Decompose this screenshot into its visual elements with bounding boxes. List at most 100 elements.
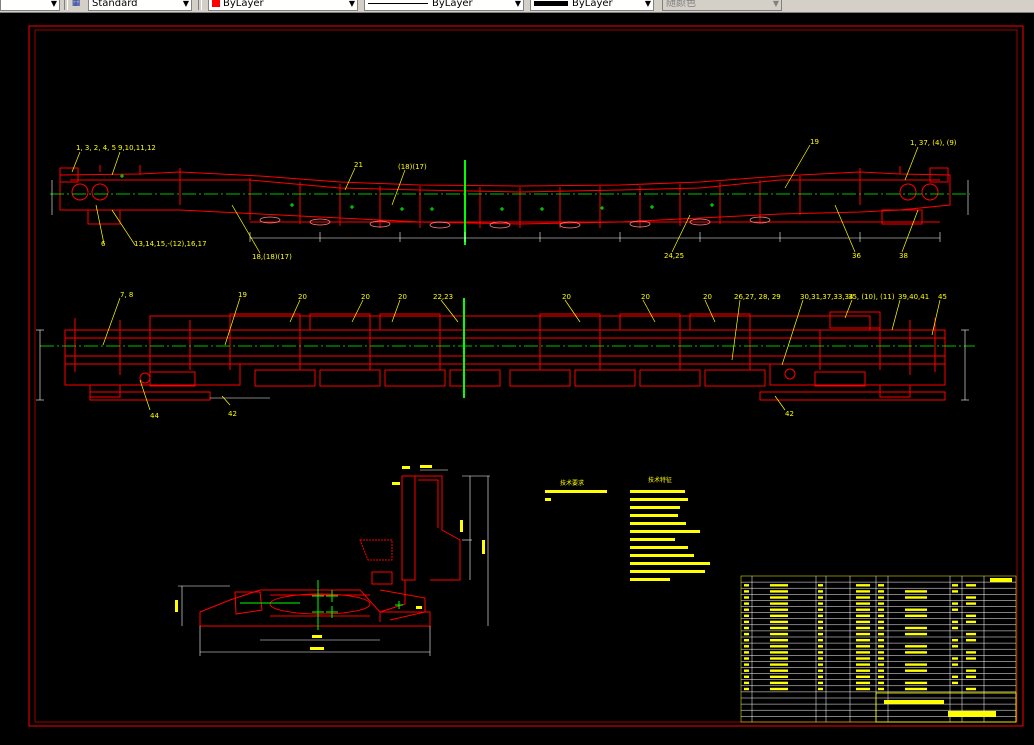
table-cell-text (818, 669, 823, 672)
chevron-down-icon: ▼ (50, 0, 57, 8)
table-cell-text (770, 632, 788, 636)
table-cell-text (966, 584, 976, 587)
callout-label: 22,23 (433, 293, 453, 301)
table-cell-text (878, 614, 884, 617)
table-cell-text (966, 614, 976, 617)
lineweight-sample (534, 0, 568, 6)
callout-label: 44 (150, 412, 159, 420)
table-cell-text (744, 669, 749, 672)
table-cell-text (878, 608, 884, 611)
drawing-canvas[interactable]: 1, 3, 2, 4, 5 9,10,11,12 21 (18)(17) 19 … (0, 13, 1034, 741)
table-cell-text (856, 681, 870, 685)
table-cell-text (856, 590, 870, 593)
table-cell-text (856, 620, 870, 624)
table-cell-text (744, 639, 749, 642)
table-cell-text (878, 675, 884, 678)
text-style-combo[interactable]: Standard ▼ (88, 0, 192, 11)
callout-label: 30,31,37,33,34 (800, 293, 854, 301)
color-value: ByLayer (223, 0, 264, 9)
table-cell-text (818, 590, 823, 593)
callout-label: 45 (938, 293, 947, 301)
table-cell-text (856, 657, 870, 660)
table-cell-text (744, 663, 749, 666)
parts-list-text (744, 584, 976, 691)
table-cell-text (744, 675, 749, 678)
table-cell-text (770, 596, 788, 599)
table-cell-text (744, 657, 749, 660)
front-view (64, 311, 946, 401)
linetype-value: ByLayer (432, 0, 473, 9)
title-block (875, 578, 1017, 723)
table-cell-text (878, 681, 884, 685)
section-dimensions (178, 469, 490, 656)
table-cell-text (744, 681, 749, 685)
sheet-outer-frame (28, 25, 1024, 727)
callout-label: 19 (810, 138, 819, 146)
text-style-icon[interactable]: ▦ (71, 0, 81, 8)
table-cell-text (856, 669, 870, 672)
table-cell-text (744, 632, 749, 636)
callout-label: 38 (899, 252, 908, 260)
linetype-combo[interactable]: ByLayer ▼ (364, 0, 524, 11)
section-centerlines (240, 580, 403, 630)
table-cell-text (878, 669, 884, 672)
table-cell-text (818, 626, 823, 630)
table-cell-text (818, 632, 823, 636)
table-cell-text (856, 596, 870, 599)
callout-label: 18,(18)(17) (252, 253, 292, 261)
table-cell-text (770, 651, 788, 654)
callout-label: 19 (238, 291, 247, 299)
table-cell-text (905, 663, 927, 666)
table-cell-text (818, 687, 823, 691)
table-cell-text (966, 651, 976, 654)
table-cell-text (744, 596, 749, 599)
table-cell-text (856, 651, 870, 654)
table-cell-text (770, 584, 788, 587)
table-cell-text (952, 626, 958, 630)
table-cell-text (818, 645, 823, 648)
top-view-leaders (71, 144, 919, 254)
chevron-down-icon: ▼ (772, 0, 779, 8)
table-cell-text (905, 608, 927, 611)
table-cell-text (878, 626, 884, 630)
table-cell-text (905, 681, 927, 685)
table-cell-text (770, 675, 788, 678)
table-cell-text (856, 639, 870, 642)
table-cell-text (905, 669, 927, 672)
section-labels (175, 465, 485, 650)
technical-notes: 技术要求 技术特征 (545, 476, 710, 581)
table-cell-text (856, 626, 870, 630)
callout-label: 42 (785, 410, 794, 418)
text-style-value: Standard (92, 0, 138, 9)
callout-label: 1, 37, (4), (9) (910, 139, 957, 147)
callout-label: 7, 8 (120, 291, 133, 299)
workspace-combo[interactable]: ▼ (0, 0, 60, 11)
table-cell-text (966, 657, 976, 660)
chevron-down-icon: ▼ (644, 0, 651, 8)
table-cell-text (966, 675, 976, 678)
linetype-sample (368, 2, 428, 4)
table-cell-text (770, 620, 788, 624)
callout-label: 20 (398, 293, 407, 301)
table-cell-text (770, 669, 788, 672)
table-cell-text (966, 620, 976, 624)
table-cell-text (878, 620, 884, 624)
table-cell-text (878, 639, 884, 642)
table-cell-text (856, 675, 870, 678)
callout-label: 26,27, 28, 29 (734, 293, 781, 301)
callout-label: 20 (703, 293, 712, 301)
specs-text-lines (630, 490, 710, 581)
lineweight-combo[interactable]: ByLayer ▼ (530, 0, 654, 11)
table-cell-text (818, 608, 823, 611)
table-cell-text (744, 584, 749, 587)
color-combo[interactable]: ByLayer ▼ (208, 0, 358, 11)
table-cell-text (878, 590, 884, 593)
top-view-dimensions (51, 180, 969, 242)
callout-label: 36 (852, 252, 861, 260)
section-view (199, 475, 461, 627)
callout-label: 20 (361, 293, 370, 301)
front-view-labels: 7, 8 19 20 20 20 22,23 20 20 20 26,27, 2… (120, 291, 947, 420)
table-cell-text (966, 596, 976, 599)
table-cell-text (818, 620, 823, 624)
table-cell-text (952, 639, 958, 642)
